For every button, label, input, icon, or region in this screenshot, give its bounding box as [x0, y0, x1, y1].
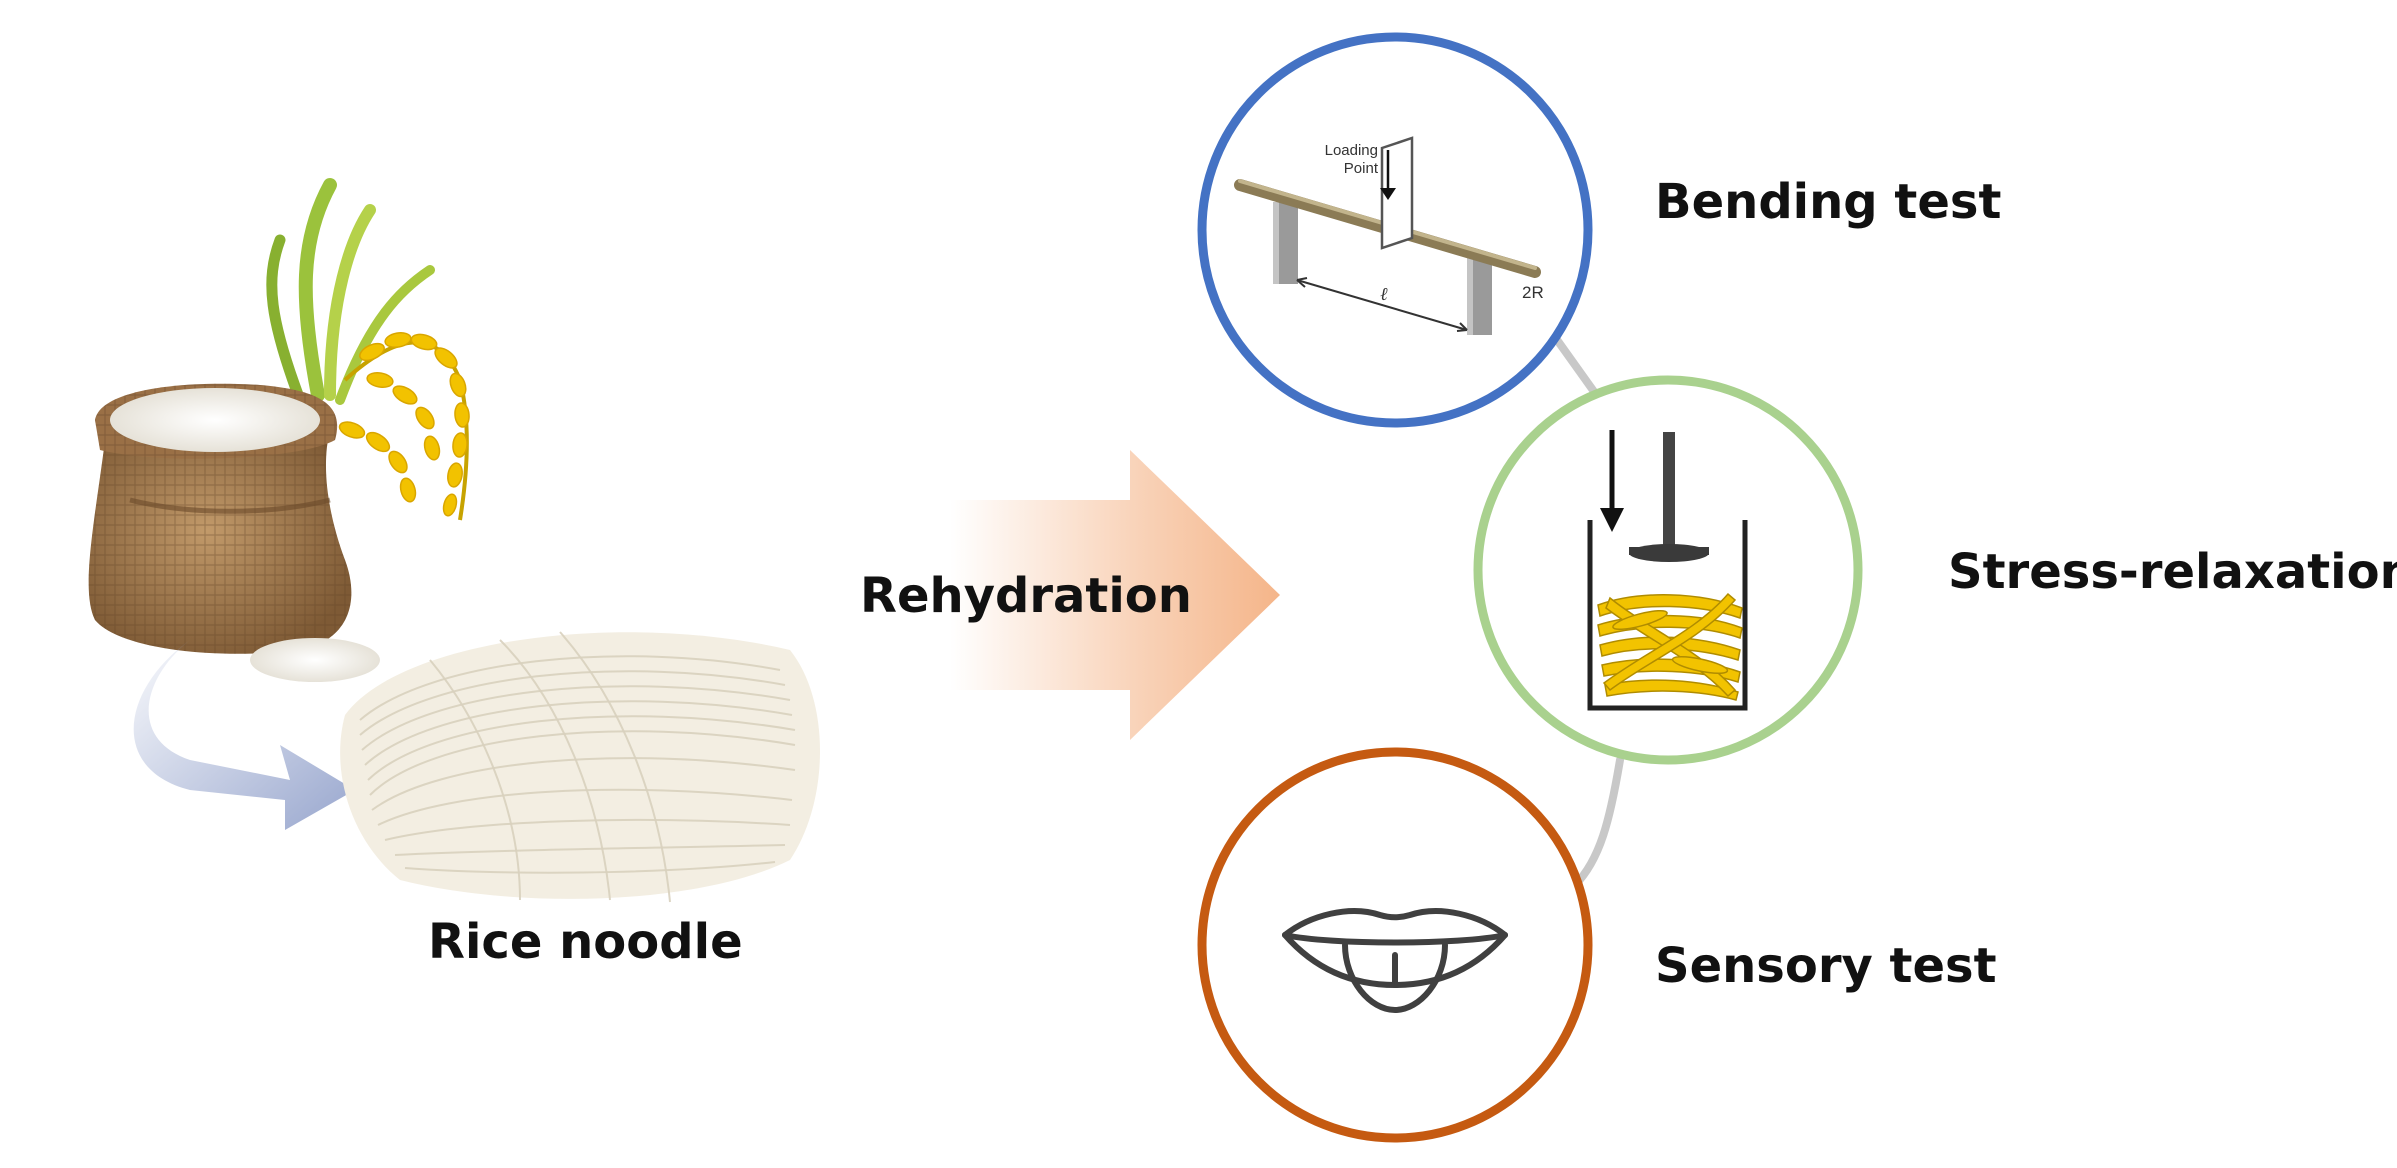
span-symbol: ℓ — [1380, 284, 1388, 305]
plunger-cup-icon — [1587, 430, 1748, 711]
mouth-tongue-icon — [1282, 908, 1508, 1013]
rice-sack-icon — [88, 383, 380, 682]
sensory-test-label: Sensory test — [1655, 938, 1997, 994]
loading-point-line-1: Loading — [1325, 142, 1378, 159]
loading-point-line-2: Point — [1344, 160, 1379, 177]
rice-stalk-icon — [266, 178, 470, 521]
curved-arrow-icon — [133, 640, 355, 830]
stress-relaxation-circle — [1473, 375, 1863, 765]
bending-beam-icon — [1234, 136, 1541, 335]
rice-noodle-label: Rice noodle — [428, 914, 743, 970]
rehydration-arrow — [950, 450, 1280, 740]
stress-relaxation-label: Stress-relaxation — [1948, 544, 2397, 600]
loading-point-label: Loading Point — [1325, 142, 1379, 177]
rehydration-label: Rehydration — [860, 568, 1192, 624]
bending-test-label: Bending test — [1655, 174, 2002, 230]
rice-noodle-bundle-icon — [340, 631, 820, 903]
connector-bend-stress — [1546, 326, 1604, 404]
radius-symbol: 2R — [1522, 283, 1544, 302]
connector-stress-sensory — [1571, 756, 1624, 889]
